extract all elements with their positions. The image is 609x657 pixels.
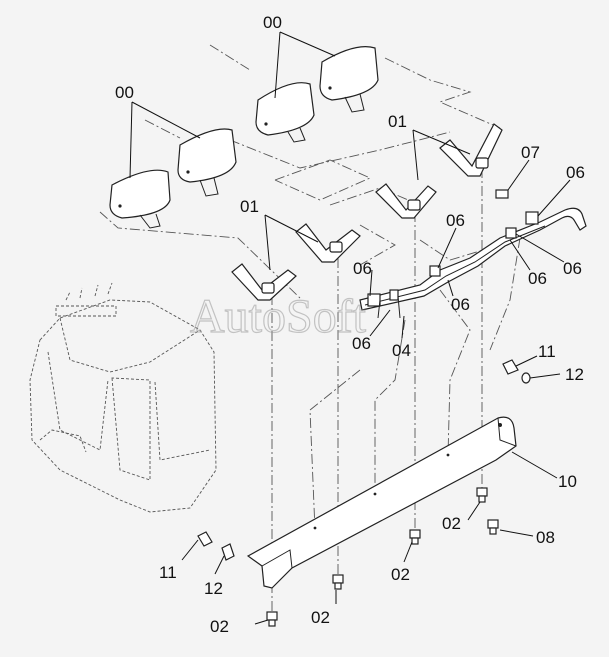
bolts	[266, 487, 499, 627]
headrest-4	[319, 46, 379, 113]
label-bolt-right: 08	[536, 528, 555, 547]
label-washer-left: 11	[159, 563, 177, 582]
wire-harness	[359, 189, 587, 319]
bracket-group	[231, 123, 503, 301]
bracket-4	[439, 123, 503, 177]
mounting-bar	[246, 416, 517, 589]
label-bracket-upper: 01	[388, 112, 407, 131]
label-clip-4: 06	[528, 269, 547, 288]
label-bolt-b: 02	[391, 565, 410, 584]
label-bolt-c: 02	[311, 608, 330, 627]
label-clip-5: 06	[451, 295, 470, 314]
washer-left	[197, 531, 213, 547]
bracket-3	[375, 183, 437, 219]
bracket-2	[295, 223, 361, 263]
washer-right	[502, 359, 519, 375]
label-bolt-a: 02	[442, 514, 461, 533]
headrest-1	[109, 169, 171, 229]
label-connector: 07	[521, 143, 540, 162]
bolt-2	[332, 574, 344, 590]
nut-left	[221, 543, 235, 561]
watermark-text: AutoSoft	[190, 290, 367, 343]
callout-labels: 00 00 01 01 07 06 06 06 06 06 06 06 04 1…	[115, 13, 585, 636]
label-clip-3: 06	[563, 259, 582, 278]
headrest-2	[177, 128, 237, 197]
headrest-group	[109, 46, 379, 229]
bolt-1	[266, 611, 278, 627]
label-nut-left: 12	[204, 579, 223, 598]
label-clip-2: 06	[446, 211, 465, 230]
fasteners	[197, 359, 531, 561]
connector-07-shape	[495, 189, 509, 199]
bracket-1	[231, 263, 297, 301]
label-headrest-top: 00	[263, 13, 282, 32]
nut-right	[521, 372, 531, 384]
cab-outline	[29, 282, 217, 513]
label-clip-7: 06	[352, 334, 371, 353]
label-bolt-d: 02	[210, 617, 229, 636]
label-clip-6: 06	[353, 259, 372, 278]
headrest-3	[255, 82, 315, 143]
bolt-5	[487, 519, 499, 535]
bolt-4	[476, 487, 488, 503]
label-harness: 04	[392, 341, 411, 360]
label-nut-right: 12	[565, 365, 584, 384]
label-headrest-left: 00	[115, 83, 134, 102]
label-clip-1: 06	[566, 163, 585, 182]
label-bar: 10	[558, 472, 577, 491]
bolt-3	[409, 529, 421, 545]
leader-lines	[129, 31, 571, 625]
label-washer-right: 11	[538, 342, 556, 361]
label-bracket-lower: 01	[240, 197, 259, 216]
